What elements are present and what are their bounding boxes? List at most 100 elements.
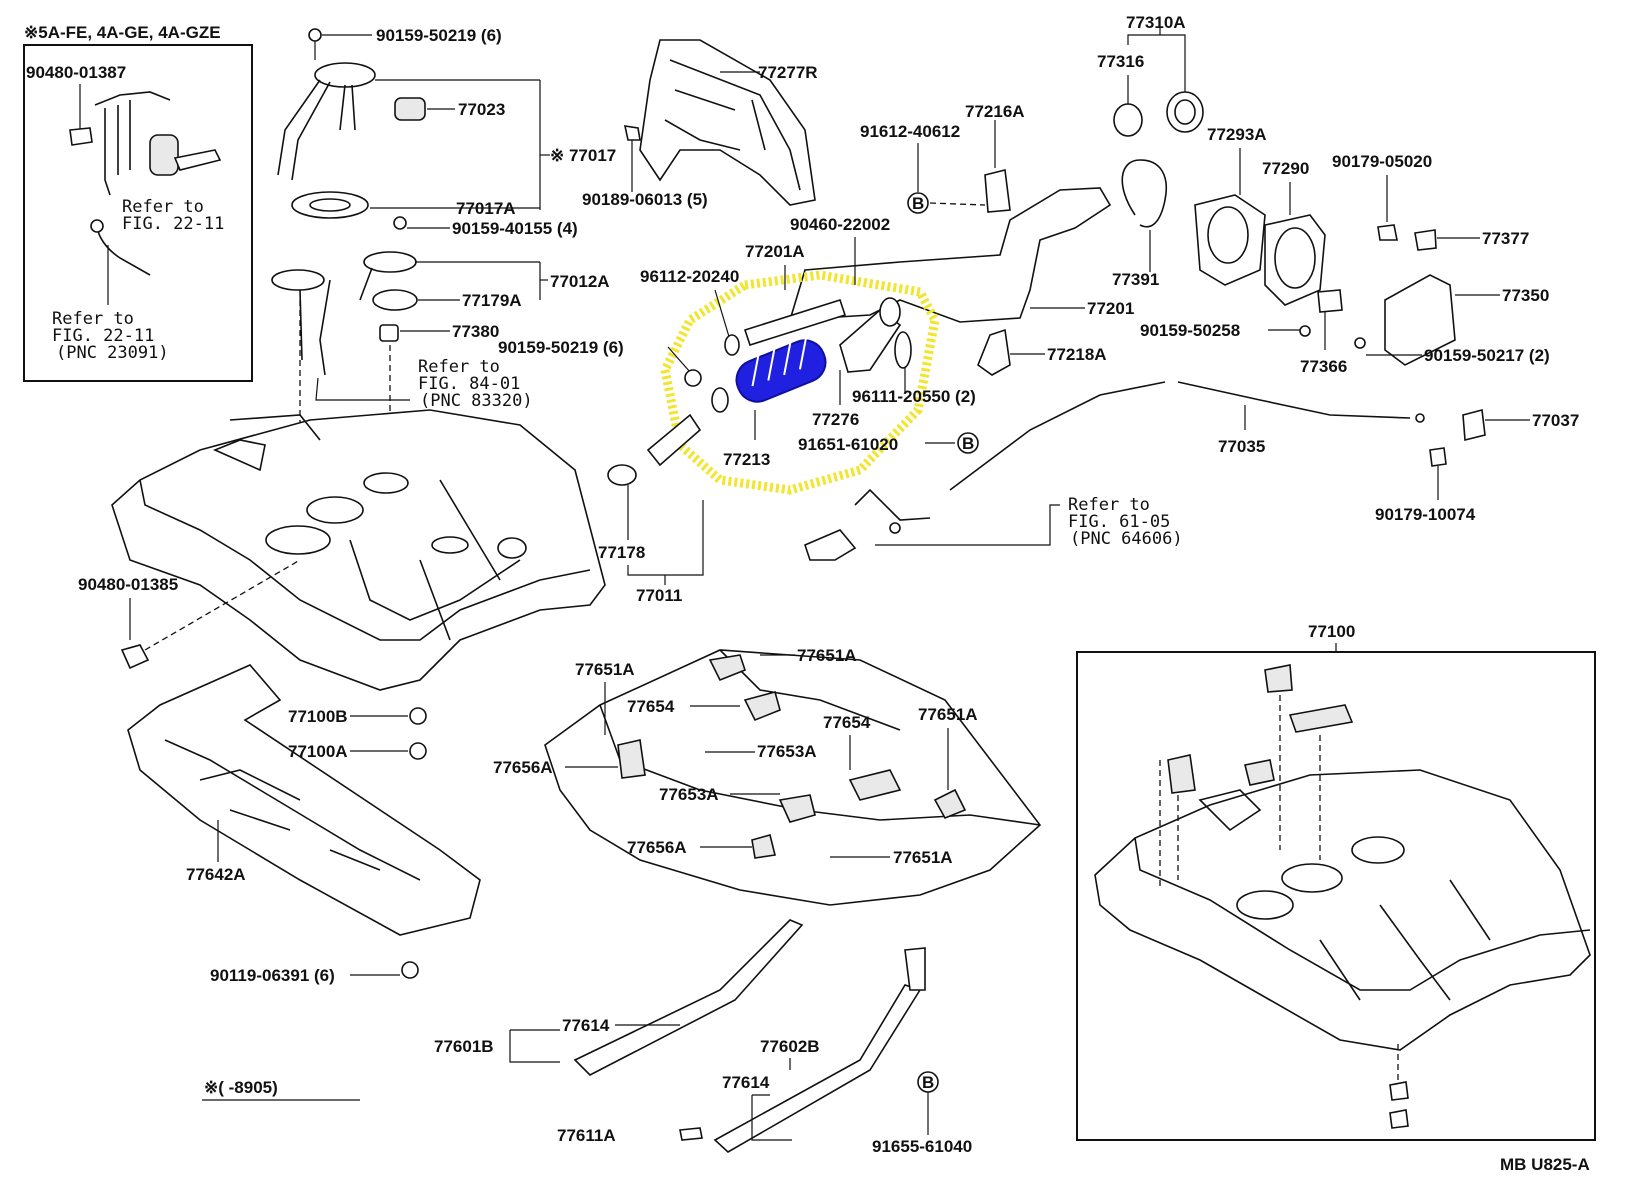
label-77276: 77276 — [812, 410, 859, 429]
tank-opening-2 — [306, 496, 364, 524]
nut-icon — [1377, 224, 1398, 241]
tank-body — [111, 409, 606, 691]
label-77350: 77350 — [1502, 286, 1549, 305]
ref-fig-61-05-line2: FIG. 61-05 — [1068, 512, 1170, 532]
bracket-77216A — [984, 169, 1011, 213]
label-90159-50219-mid: 90159-50219 (6) — [498, 338, 624, 357]
label-90189-06013: 90189-06013 (5) — [582, 190, 708, 209]
sender-gauge-group: 90159-50219 (6) 77023 ※ 77017 77017A 901… — [271, 26, 616, 500]
release-handle — [804, 529, 857, 561]
tank-body-assembly — [1094, 769, 1591, 1051]
label-77218A: 77218A — [1047, 345, 1107, 364]
label-77380: 77380 — [452, 322, 499, 341]
label-77035: 77035 — [1218, 437, 1265, 456]
label-77366: 77366 — [1300, 357, 1347, 376]
bolt-icon — [393, 216, 407, 230]
label-91655-61040: 91655-61040 — [872, 1137, 972, 1156]
label-77601B: 77601B — [434, 1037, 494, 1056]
marker-b-1-text: B — [912, 194, 924, 213]
label-77277R: 77277R — [758, 63, 818, 82]
label-77100A: 77100A — [288, 742, 348, 761]
nut-icon — [1389, 1081, 1409, 1101]
label-77037: 77037 — [1532, 411, 1579, 430]
label-77017: ※ 77017 — [550, 146, 616, 165]
ref-fig-22-11b-line2: FIG. 22-11 — [52, 326, 154, 346]
label-77012A: 77012A — [550, 272, 610, 291]
label-77201: 77201 — [1087, 299, 1134, 318]
tank-assembly-77100-box: 77100 — [1076, 622, 1596, 1141]
label-77377: 77377 — [1482, 229, 1529, 248]
label-90179-10074: 90179-10074 — [1375, 505, 1476, 524]
marker-b-2 — [957, 432, 979, 454]
band-77178 — [607, 464, 637, 486]
label-77178: 77178 — [598, 543, 645, 562]
label-77391: 77391 — [1112, 270, 1159, 289]
protector-77642A: 77100B 77100A 77642A 90119-06391 (6) ※( … — [127, 664, 481, 1101]
label-90460-22002: 90460-22002 — [790, 215, 890, 234]
ring-77391 — [1121, 159, 1167, 228]
filler-neck-77293A — [1194, 194, 1266, 286]
label-77651A-3: 77651A — [918, 705, 978, 724]
screw-icon — [1354, 337, 1366, 349]
screw-icon — [1299, 325, 1311, 337]
cable-upper — [949, 381, 1166, 491]
label-90159-50219-top: 90159-50219 (6) — [376, 26, 502, 45]
cable-and-bracket-group: 77218A 77035 77037 90179-10074 Refer to … — [804, 328, 1579, 561]
label-91651-61020: 91651-61020 — [798, 435, 898, 454]
label-77310A: 77310A — [1126, 13, 1186, 32]
tank-opening-2 — [1351, 836, 1405, 864]
label-90480-01385: 90480-01385 — [78, 575, 178, 594]
label-77023: 77023 — [458, 100, 505, 119]
hose-sketch — [96, 227, 151, 276]
label-77651A-2: 77651A — [797, 646, 857, 665]
label-77654-1: 77654 — [627, 697, 675, 716]
clip-icon — [623, 125, 641, 141]
ref-fig-22-11-line1: Refer to — [122, 197, 204, 217]
nut-icon — [409, 707, 427, 725]
bolt-icon — [409, 742, 427, 760]
tank-opening-1 — [1281, 863, 1343, 893]
label-90159-50217: 90159-50217 (2) — [1424, 346, 1550, 365]
marker-b-3-text: B — [922, 1073, 934, 1092]
label-77611A: 77611A — [557, 1126, 616, 1145]
seal-77316 — [1113, 103, 1143, 137]
label-77179A: 77179A — [462, 291, 522, 310]
label-77656A-2: 77656A — [627, 838, 687, 857]
hose-77213-highlighted — [735, 339, 827, 403]
label-77100B: 77100B — [288, 707, 348, 726]
ref-fig-84-01-line2: FIG. 84-01 — [418, 374, 520, 394]
ref-fig-22-11b-line3: (PNC 23091) — [56, 343, 169, 363]
gasket-77017A — [291, 191, 369, 219]
hinge-77366 — [1317, 289, 1343, 313]
ref-fig-61-05-line1: Refer to — [1068, 495, 1150, 515]
ref-fig-22-11b-line1: Refer to — [52, 309, 134, 329]
label-90119-06391: 90119-06391 (6) — [210, 966, 335, 985]
label-77316: 77316 — [1097, 52, 1144, 71]
ref-fig-84-01-line3: (PNC 83320) — [420, 391, 533, 411]
ref-fig-84-01-line1: Refer to — [418, 357, 500, 377]
tank-band-group: 77614 77601B 77602B 77614 77611A B 91655… — [434, 919, 972, 1156]
fuel-tank-main: 90480-01385 — [78, 409, 606, 691]
bolt-icon — [1389, 1109, 1409, 1129]
bolt-icon — [308, 28, 322, 42]
band-77601B — [573, 919, 804, 1076]
fuel-pump-body — [149, 134, 179, 176]
label-77290: 77290 — [1262, 159, 1309, 178]
label-77293A: 77293A — [1207, 125, 1267, 144]
label-77017A: 77017A — [456, 199, 516, 218]
hose-77276 — [839, 308, 902, 373]
bracket-77218A — [977, 328, 1011, 376]
label-77201A: 77201A — [745, 242, 805, 261]
label-96112-20240: 96112-20240 — [640, 267, 739, 286]
clamp-icon — [724, 334, 740, 356]
label-90159-40155: 90159-40155 (4) — [452, 219, 578, 238]
tank-opening-3 — [1236, 890, 1294, 920]
inset-frame — [23, 44, 253, 382]
footer-code: MB U825-A — [1500, 1155, 1590, 1174]
band-77602B — [713, 984, 922, 1153]
ref-fig-61-05-line3: (PNC 64606) — [1070, 529, 1183, 549]
bolt-icon — [684, 369, 702, 387]
hose-77201A — [743, 299, 847, 346]
label-91612-40612: 91612-40612 — [860, 122, 960, 141]
